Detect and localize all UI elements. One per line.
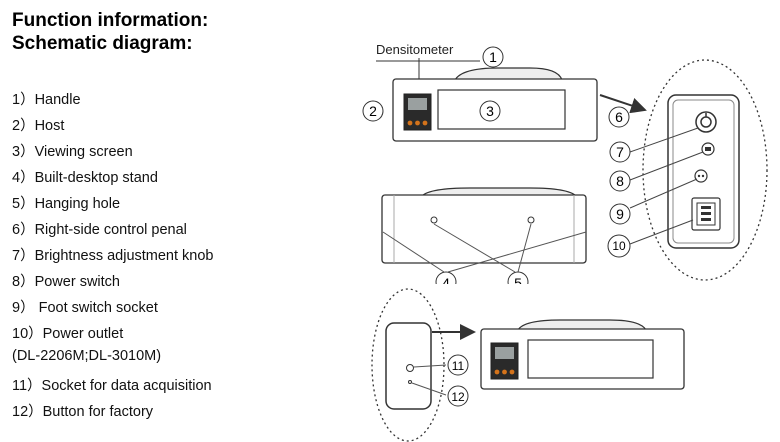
callout-7 bbox=[609, 141, 631, 163]
legend-item-viewing-screen: 3）Viewing screen bbox=[12, 144, 133, 160]
legend-item-power-switch: 8）Power switch bbox=[12, 274, 120, 290]
legend-item-model-note: (DL-2206M;DL-3010M) bbox=[12, 348, 162, 364]
host-back-view: 4 5 bbox=[370, 187, 630, 298]
svg-text:10: 10 bbox=[612, 239, 626, 253]
svg-text:6: 6 bbox=[615, 109, 623, 125]
handle-back bbox=[421, 187, 577, 197]
callout-1 bbox=[482, 46, 504, 68]
legend-item-data-socket: 11）Socket for data acquisition bbox=[12, 378, 212, 394]
legend-item-foot-switch-socket: 9） Foot switch socket bbox=[12, 300, 158, 316]
legend-item-hanging-hole: 5）Hanging hole bbox=[12, 196, 121, 212]
hanging-hole-left bbox=[430, 216, 438, 224]
legend-item-host: 2）Host bbox=[12, 118, 65, 134]
data-acquisition-socket bbox=[406, 364, 414, 372]
callout-9 bbox=[609, 203, 631, 225]
svg-text:12: 12 bbox=[451, 390, 465, 404]
brightness-knob bbox=[695, 111, 717, 133]
svg-text:7: 7 bbox=[616, 144, 624, 160]
svg-text:8: 8 bbox=[616, 173, 624, 189]
legend-item-power-outlet: 10）Power outlet bbox=[12, 326, 124, 342]
svg-text:5: 5 bbox=[514, 275, 522, 291]
callout-8 bbox=[609, 170, 631, 192]
svg-text:9: 9 bbox=[616, 206, 624, 222]
callout-2 bbox=[362, 100, 384, 122]
callout-12 bbox=[447, 385, 469, 407]
legend-item-handle: 1）Handle bbox=[12, 92, 81, 108]
callout-3 bbox=[479, 100, 501, 122]
hanging-hole-right bbox=[527, 216, 535, 224]
svg-text:11: 11 bbox=[452, 359, 465, 373]
host-back-body bbox=[381, 194, 587, 264]
right-side-panel-detail: 6 7 8 9 10 bbox=[607, 59, 768, 281]
heading-schematic-diagram: Schematic diagram: bbox=[12, 33, 193, 54]
svg-text:3: 3 bbox=[486, 103, 494, 119]
legend-item-desktop-stand: 4）Built-desktop stand bbox=[12, 170, 158, 186]
svg-text:2: 2 bbox=[369, 103, 377, 119]
densitometer-label: Densitometer bbox=[376, 42, 454, 57]
svg-text:1: 1 bbox=[489, 49, 497, 65]
legend-item-brightness-knob: 7）Brightness adjustment knob bbox=[12, 248, 214, 264]
left-side-detail: 11 12 bbox=[371, 288, 469, 442]
callout-10 bbox=[607, 234, 631, 258]
callout-11 bbox=[447, 354, 469, 376]
arrow-to-side-panel bbox=[599, 94, 647, 114]
viewing-screen bbox=[437, 89, 566, 130]
host-top-view: Densitometer 1 2 3 bbox=[362, 42, 598, 142]
handle bbox=[454, 67, 563, 81]
legend-item-factory-button: 12）Button for factory bbox=[12, 404, 154, 420]
heading-function-information: Function information: bbox=[12, 10, 209, 31]
foot-switch-socket bbox=[694, 169, 708, 183]
legend-item-control-panel: 6）Right-side control penal bbox=[12, 222, 187, 238]
factory-button bbox=[408, 380, 412, 384]
callout-6 bbox=[608, 106, 630, 128]
svg-text:4: 4 bbox=[442, 275, 450, 291]
host-front-view-bottom bbox=[480, 319, 685, 390]
